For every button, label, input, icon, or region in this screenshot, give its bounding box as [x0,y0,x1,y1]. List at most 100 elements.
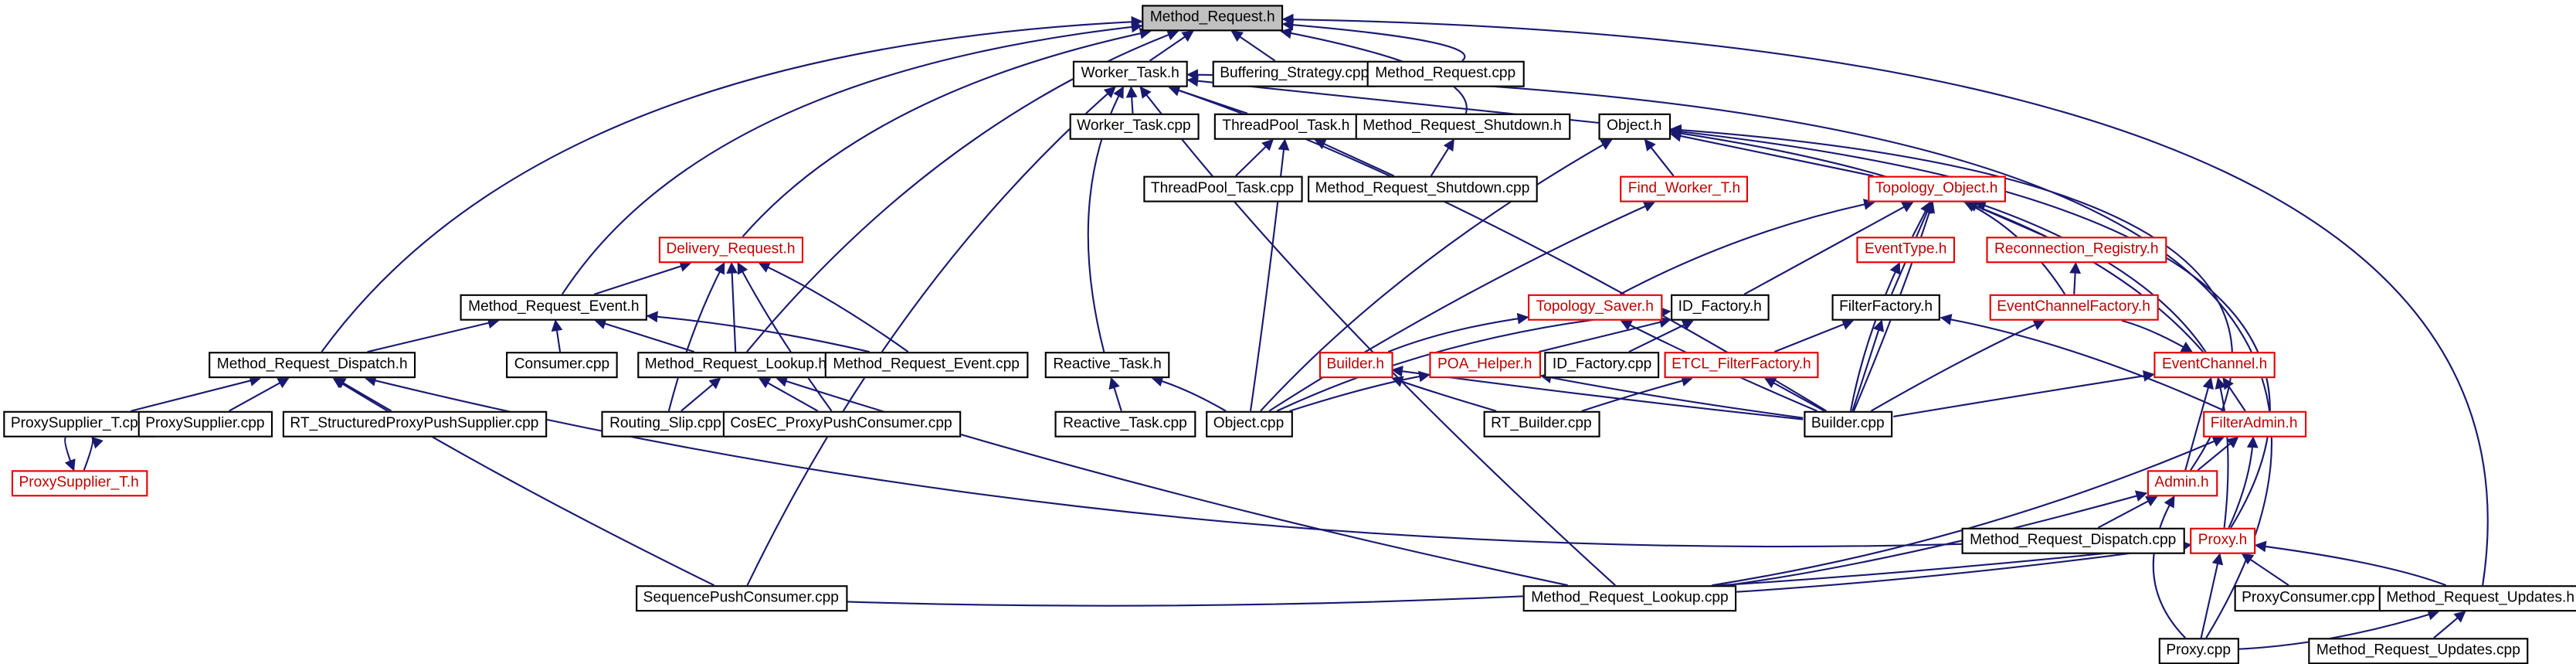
graph-node-bld[interactable]: Builder.h [1318,352,1393,379]
edge-obj_cpp-to-obj [1260,138,1613,412]
edge-fwt-to-obj [1644,138,1675,177]
graph-node-dr[interactable]: Delivery_Request.h [657,237,804,264]
edge-topo-to-obj [1669,130,1874,177]
graph-node-mru[interactable]: Method_Request_Updates.h [2377,585,2576,612]
graph-node-mrd[interactable]: Method_Request_Dispatch.h [209,352,416,379]
graph-node-rtb_cpp[interactable]: RT_Builder.cpp [1482,410,1600,438]
graph-node-pst_h[interactable]: ProxySupplier_T.h [10,470,148,497]
graph-node-bs_cpp[interactable]: Buffering_Strategy.cpp [1211,60,1377,87]
edge-ec-to-topo [1974,199,2207,352]
graph-node-wt[interactable]: Worker_Task.h [1072,60,1188,87]
edge-ecf-to-rr [2069,261,2082,295]
edge-bld-to-ts [1387,312,1529,353]
edge-cosec_cpp-to-dr [737,261,833,412]
graph-node-rt[interactable]: Reactive_Task.h [1044,352,1170,379]
graph-node-pst_cpp[interactable]: ProxySupplier_T.cpp [2,410,155,438]
graph-node-obj_cpp[interactable]: Object.cpp [1205,410,1292,438]
edge-wt_cpp-to-wt [1125,86,1138,114]
graph-node-idf_cpp[interactable]: ID_Factory.cpp [1544,352,1660,379]
graph-node-mrs[interactable]: Method_Request_Shutdown.h [1354,113,1570,140]
edge-bs_cpp-to-mr [1230,30,1276,62]
edge-mrl-to-dr [726,261,738,352]
graph-node-mr: Method_Request.h [1142,5,1284,32]
edge-mre_cpp-to-mre [646,311,871,353]
edge-ps_cpp-to-mrd [228,377,290,412]
graph-node-fwt[interactable]: Find_Worker_T.h [1620,175,1749,203]
graph-node-tpt_cpp[interactable]: ThreadPool_Task.cpp [1142,175,1302,203]
graph-node-rtsp_cpp[interactable]: RT_StructuredProxyPushSupplier.cpp [281,410,548,438]
graph-node-ec[interactable]: EventChannel.h [2153,352,2276,379]
graph-node-et[interactable]: EventType.h [1856,237,1956,264]
graph-node-mrs_cpp[interactable]: Method_Request_Shutdown.cpp [1306,175,1538,203]
graph-node-adm[interactable]: Admin.h [2146,470,2218,497]
edge-tpt_cpp-to-tpt [1235,138,1274,177]
graph-node-mre_cpp[interactable]: Method_Request_Event.cpp [824,352,1028,379]
graph-node-cons_cpp[interactable]: Consumer.cpp [506,352,618,379]
edge-mrl_cpp-to-wt [1139,86,1616,586]
edge-mre-to-mr [561,21,1143,295]
graph-node-mr_cpp[interactable]: Method_Request.cpp [1366,60,1524,87]
graph-node-cosec_cpp[interactable]: CosEC_ProxyPushConsumer.cpp [721,410,961,438]
edge-mr_cpp-to-mr [1281,19,1466,62]
edge-pst_cpp-to-pst_h [64,437,76,472]
edge-pst_cpp-to-mrd [131,375,262,412]
graph-node-ff[interactable]: FilterFactory.h [1831,294,1941,321]
edge-prx-to-fa [2228,436,2259,529]
graph-node-ecf[interactable]: EventChannelFactory.h [1988,294,2159,321]
graph-node-mrd_cpp[interactable]: Method_Request_Dispatch.cpp [1961,527,2184,554]
edge-ecf-to-ec [2121,319,2193,353]
graph-node-etcl[interactable]: ETCL_FilterFactory.h [1663,352,1820,379]
graph-node-mre[interactable]: Method_Request_Event.h [460,294,648,321]
graph-node-idf[interactable]: ID_Factory.h [1669,294,1770,321]
edge-ts-to-topo [1619,199,1876,295]
edge-bld_cpp-to-ff [1851,319,1885,412]
graph-node-mru_cpp[interactable]: Method_Request_Updates.cpp [2308,638,2529,664]
graph-node-tpt[interactable]: ThreadPool_Task.h [1213,113,1358,140]
edge-mrl-to-mre [594,318,695,353]
edge-prx_cpp-to-mru [2238,609,2440,650]
graph-node-rr[interactable]: Reconnection_Registry.h [1986,237,2167,264]
edge-mrd_cpp-to-mrd [364,375,1962,548]
graph-node-pc_cpp[interactable]: ProxyConsumer.cpp [2233,585,2384,612]
graph-node-topo[interactable]: Topology_Object.h [1867,175,2007,203]
edge-etcl-to-ff [1773,318,1855,353]
edge-mrd_cpp-to-adm [2097,495,2158,529]
graph-node-obj[interactable]: Object.h [1598,113,1671,140]
edge-dr-to-mr [742,27,1152,237]
graph-node-rs_cpp[interactable]: Routing_Slip.cpp [601,410,730,438]
edge-mrd-to-mr [321,15,1143,352]
edge-mru-to-mr [1281,13,2489,586]
edge-rs_cpp-to-mrl [680,377,721,412]
graph-node-ps_cpp[interactable]: ProxySupplier.cpp [137,410,273,438]
graph-node-prx_cpp[interactable]: Proxy.cpp [2157,638,2239,664]
graph-node-poa[interactable]: POA_Helper.h [1429,352,1541,379]
edge-rtb_cpp-to-etcl [1581,375,1694,412]
graph-node-mrl[interactable]: Method_Request_Lookup.h [636,352,835,379]
graph-node-prx[interactable]: Proxy.h [2190,527,2255,554]
graph-node-spc_cpp[interactable]: SequencePushConsumer.cpp [635,585,847,612]
edge-mrl_cpp-to-adm [1726,490,2148,587]
edge-mrs_cpp-to-tpt [1314,138,1395,177]
edge-mre_cpp-to-dr [758,262,909,353]
graph-node-bld_cpp[interactable]: Builder.cpp [1803,410,1893,438]
edge-rs_cpp-to-dr [667,261,725,411]
edge-adm-to-ec [2184,376,2214,471]
edge-idf-to-topo [1743,201,1914,295]
edge-mrd-to-mre [367,317,500,353]
graph-node-fa[interactable]: FilterAdmin.h [2202,410,2306,438]
edge-cosec_cpp-to-mrl [758,377,819,412]
graph-node-ts[interactable]: Topology_Saver.h [1528,294,1662,321]
edge-prx-to-obj [1669,125,2271,529]
graph-node-rt_cpp[interactable]: Reactive_Task.cpp [1054,410,1196,438]
graph-node-mrl_cpp[interactable]: Method_Request_Lookup.cpp [1522,585,1737,612]
graph-node-wt_cpp[interactable]: Worker_Task.cpp [1068,113,1200,140]
edge-mrs_cpp-to-mrs [1430,138,1454,177]
edge-bld_cpp-to-poa [1539,372,1804,419]
edge-spc_cpp-to-mrd [332,377,715,587]
edge-pst_h-to-pst_cpp [83,436,104,471]
edge-obj_cpp-to-rt [1151,375,1227,412]
edge-obj_cpp-to-poa [1289,370,1431,412]
edge-poa-to-idf [1539,316,1672,353]
